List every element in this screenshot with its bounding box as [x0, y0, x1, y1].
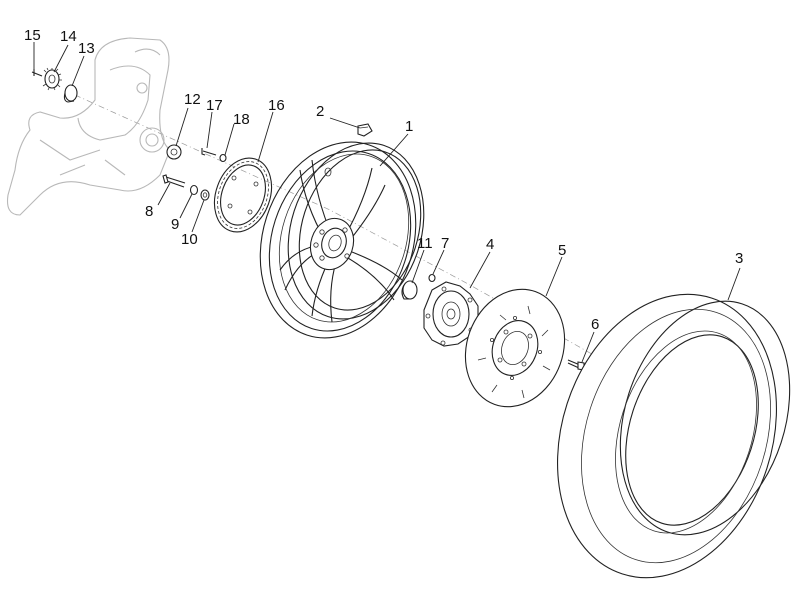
callout-7: 7 — [441, 235, 449, 252]
callout-1: 1 — [405, 118, 413, 135]
part-15-screw — [31, 69, 43, 77]
callout-labels: 15 14 13 12 17 18 16 2 1 8 9 10 11 7 4 5… — [24, 27, 743, 333]
callout-18: 18 — [233, 111, 250, 128]
callout-6: 6 — [591, 316, 599, 333]
part-17-screw — [201, 148, 217, 156]
swingarm-ghost — [6, 37, 171, 216]
callout-12: 12 — [184, 91, 201, 108]
part-11-bushing — [401, 280, 418, 300]
part-1-wheel-rim — [259, 141, 425, 339]
callout-14: 14 — [60, 28, 77, 45]
part-8-bolt — [162, 174, 186, 188]
part-18-washer — [219, 153, 227, 163]
callout-4: 4 — [486, 236, 494, 253]
callout-10: 10 — [181, 231, 198, 248]
part-10-nut — [200, 189, 210, 201]
part-7-screw — [428, 273, 436, 283]
callout-9: 9 — [171, 216, 179, 233]
callout-15: 15 — [24, 27, 41, 44]
callout-3: 3 — [735, 250, 743, 267]
callout-11: 11 — [417, 235, 433, 252]
callout-17: 17 — [206, 97, 223, 114]
part-6-screw — [567, 359, 585, 371]
part-12-spacer — [166, 144, 182, 160]
callout-13: 13 — [78, 40, 95, 57]
callout-2: 2 — [316, 103, 324, 120]
part-3-tyre — [556, 293, 791, 579]
callout-8: 8 — [145, 203, 153, 220]
callout-5: 5 — [558, 242, 566, 259]
callout-16: 16 — [268, 97, 285, 114]
part-9-washer — [189, 184, 199, 196]
leader-lines — [33, 42, 741, 363]
part-5-brake-disc — [464, 288, 566, 408]
part-13-bushing — [63, 84, 78, 103]
part-2-valve — [357, 123, 373, 137]
part-14-drive-gear — [42, 67, 62, 91]
part-16-abs-tone-ring — [213, 157, 273, 233]
